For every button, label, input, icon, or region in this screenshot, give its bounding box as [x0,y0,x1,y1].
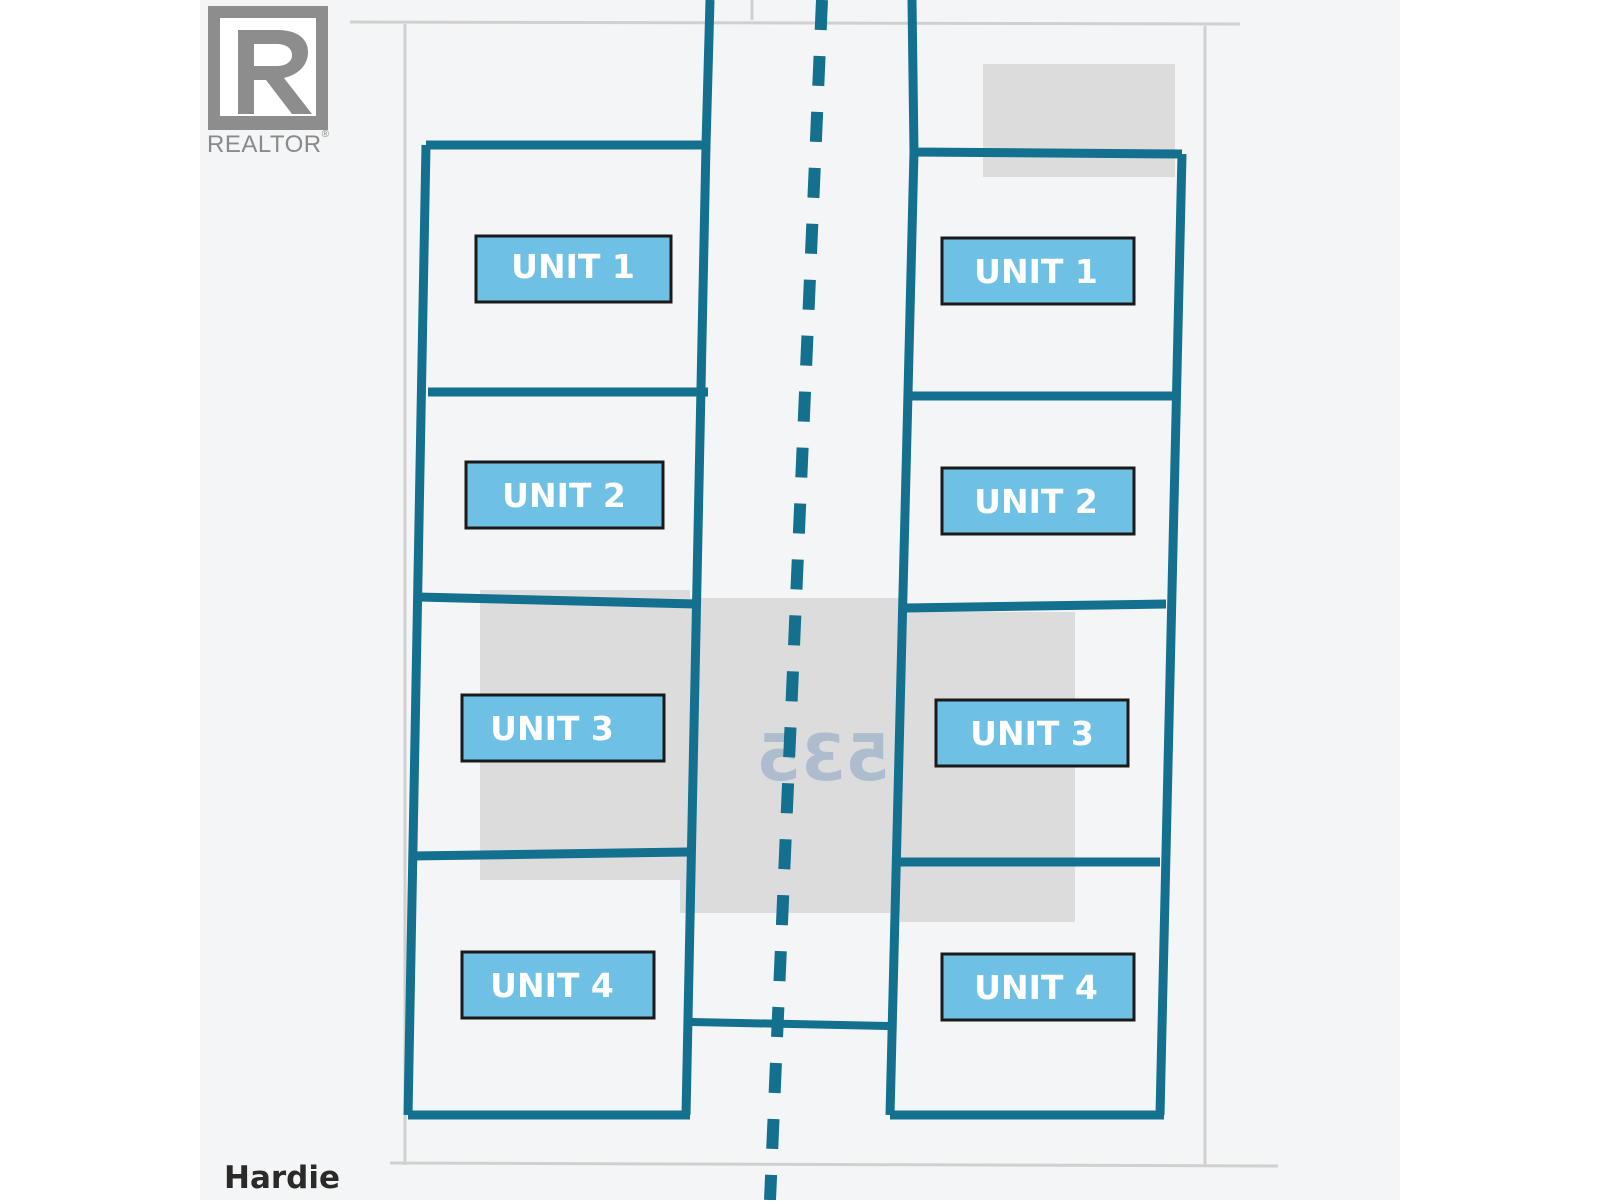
west-unit-4-text: UNIT 4 [490,966,614,1005]
east-unit-3-text: UNIT 3 [970,714,1094,753]
east-unit-4-text: UNIT 4 [974,968,1098,1007]
realtor-wordmark: REALTOR® [207,129,330,158]
street-name-label: Hardie [224,1160,340,1196]
west-building-outline [403,0,715,1120]
west-unit-1-text: UNIT 1 [511,247,635,286]
west-unit-2-label: UNIT 2 [464,460,665,530]
address-number: 535 [756,722,890,796]
east-unit-4-label: UNIT 4 [940,952,1136,1022]
svg-text:535: 535 [756,722,890,796]
east-unit-1-label: UNIT 1 [940,236,1136,306]
west-unit-2-text: UNIT 2 [502,476,626,515]
east-unit-3-label: UNIT 3 [934,698,1130,768]
east-unit-2-text: UNIT 2 [974,482,1098,521]
west-unit-1-label: UNIT 1 [474,234,673,304]
east-building-outline [885,0,1187,1120]
west-unit-3-label: UNIT 3 [460,693,666,763]
west-unit-3-text: UNIT 3 [490,709,614,748]
realtor-logo-icon [208,6,328,130]
property-lines [349,0,1279,1168]
rear-connector-line [691,1018,889,1030]
west-unit-4-label: UNIT 4 [460,950,656,1020]
east-unit-2-label: UNIT 2 [940,466,1136,536]
east-unit-1-text: UNIT 1 [974,252,1098,291]
